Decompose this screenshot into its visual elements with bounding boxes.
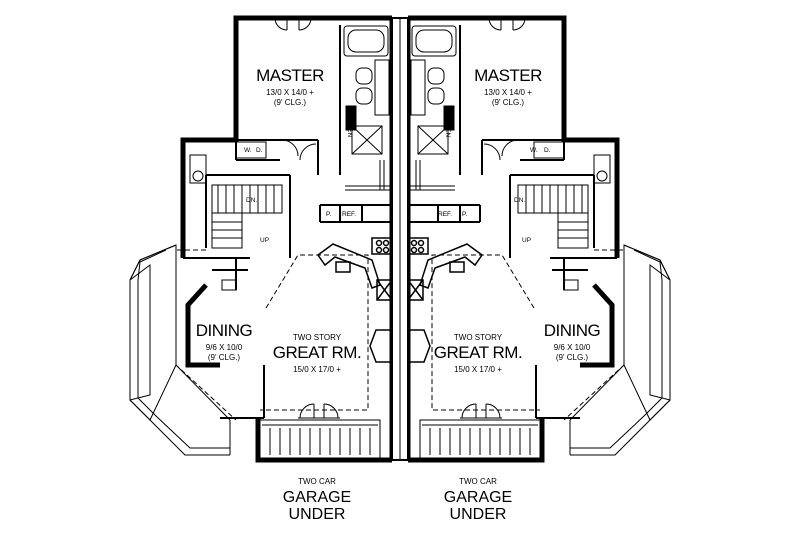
left-pantry-label: P.: [326, 211, 331, 218]
right-master-label: MASTER: [474, 66, 542, 85]
left-garage-line1: GARAGE: [283, 489, 351, 506]
left-dining-outline: [175, 249, 237, 421]
left-interior-walls: [183, 25, 392, 419]
right-linen-label: LINEN: [444, 118, 451, 137]
left-dining-label: DINING: [196, 321, 253, 340]
left-master-dims: 13/0 X 14/0 +: [266, 88, 314, 97]
right-garage-line2: UNDER: [450, 506, 507, 523]
left-linen-label: LINEN: [346, 118, 353, 137]
left-stairs-down: DN.: [246, 197, 257, 204]
left-great-room-sublabel: TWO STORY: [293, 333, 342, 342]
left-washer-label: W.: [244, 147, 252, 154]
right-great-room-sublabel: TWO STORY: [454, 333, 503, 342]
right-dining-label: DINING: [544, 321, 601, 340]
left-master-clg: (9' CLG.): [274, 98, 307, 107]
right-master-dims: 13/0 X 14/0 +: [484, 88, 532, 97]
left-garage-line2: UNDER: [289, 506, 346, 523]
right-garage-top: TWO CAR: [459, 477, 497, 486]
left-fireplace: [369, 279, 393, 363]
right-great-room-label: GREAT RM.: [434, 343, 522, 362]
right-great-room-dims: 15/0 X 17/0 +: [454, 365, 502, 374]
right-washer-label: W.: [530, 147, 538, 154]
left-unit: MASTER 13/0 X 14/0 + (9' CLG.) W. D. LIN…: [129, 15, 395, 523]
left-window: [221, 279, 237, 291]
left-front-doors: [298, 403, 340, 419]
left-dining-bay: [129, 244, 231, 456]
right-dining-dims: 9/6 X 10/0: [554, 343, 591, 352]
left-dining-clg: (9' CLG.): [208, 353, 241, 362]
left-stairs-up: UP: [260, 237, 269, 244]
left-deck: [259, 419, 381, 459]
left-fridge-label: REF.: [342, 211, 356, 218]
right-stairs-up: UP: [522, 237, 531, 244]
right-dryer-label: D.: [544, 147, 551, 154]
right-fridge-label: REF.: [438, 211, 452, 218]
right-stairs-down: DN.: [514, 197, 525, 204]
left-dining-dims: 9/6 X 10/0: [206, 343, 243, 352]
left-master-doors: [274, 17, 312, 31]
left-dryer-label: D.: [256, 147, 263, 154]
right-dining-clg: (9' CLG.): [556, 353, 589, 362]
left-garage-top: TWO CAR: [298, 477, 336, 486]
left-master-label: MASTER: [256, 66, 324, 85]
right-pantry-label: P.: [462, 211, 467, 218]
right-garage-line1: GARAGE: [444, 489, 512, 506]
left-stairs: [211, 184, 283, 249]
left-great-room-outline: [260, 254, 369, 411]
left-great-room-label: GREAT RM.: [273, 343, 361, 362]
left-laundry: [189, 139, 317, 184]
left-great-room-dims: 15/0 X 17/0 +: [293, 365, 341, 374]
left-closet: [345, 160, 392, 191]
left-bath-fixtures: [343, 25, 390, 155]
right-master-clg: (9' CLG.): [492, 98, 525, 107]
right-unit: MASTER 13/0 X 14/0 + (9' CLG.) W. D. LIN…: [405, 15, 671, 523]
